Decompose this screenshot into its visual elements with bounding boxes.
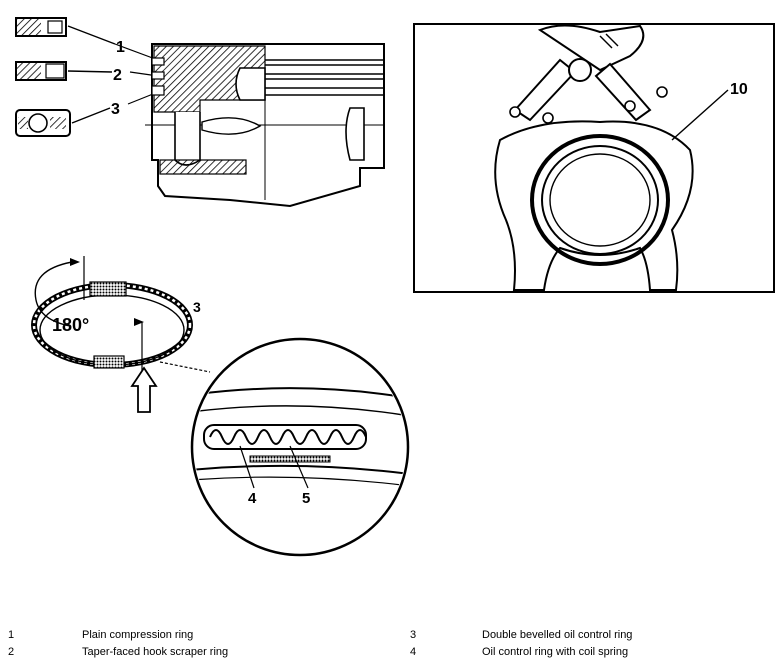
legend-text: Double bevelled oil control ring [482, 629, 633, 641]
legend-item: 1 Plain compression ring [0, 629, 784, 642]
ring-pliers-illustration [494, 24, 729, 291]
piston-ring-diagram: 1 2 3 [15, 17, 775, 557]
legend-text: Oil control ring with coil spring [482, 646, 629, 658]
angle-label: 180° [52, 315, 89, 335]
ring-section-1 [15, 17, 67, 37]
legend-text: Plain compression ring [82, 629, 194, 641]
legend-number: 2 [8, 646, 15, 658]
callout-10: 10 [730, 81, 748, 98]
oil-control-ring [31, 256, 211, 413]
legend-number: 4 [410, 646, 417, 658]
legend-item: 3 Double bevelled oil control ring [0, 629, 784, 642]
legend-item: 2 Taper-faced hook scraper ring [0, 646, 784, 659]
magnified-detail [190, 337, 410, 557]
callout-3-ring: 3 [193, 299, 201, 315]
legend-item: 4 Oil control ring with coil spring [0, 646, 784, 659]
ring-section-2 [15, 61, 67, 81]
legend-text: Taper-faced hook scraper ring [82, 646, 229, 658]
legend-number: 3 [410, 629, 417, 641]
legend-number: 1 [8, 629, 15, 641]
callout-2: 2 [113, 67, 122, 84]
piston-section [145, 43, 385, 208]
callout-5: 5 [302, 490, 310, 507]
callout-1: 1 [116, 39, 125, 56]
callout-4: 4 [248, 490, 257, 507]
callout-3: 3 [111, 101, 120, 118]
ring-section-3 [15, 109, 71, 137]
